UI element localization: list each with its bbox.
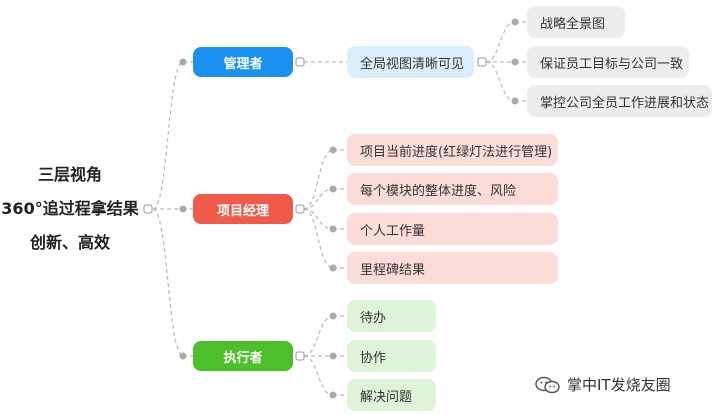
root-line-3: 创新、高效 (29, 233, 110, 252)
branch-executor[interactable]: 执行者 (193, 341, 293, 371)
node-global-view[interactable]: 全局视图清晰可见 (347, 46, 474, 78)
node-milestones-label: 里程碑结果 (360, 262, 426, 278)
node-collaboration-label: 协作 (360, 350, 387, 366)
node-problem-solving-label: 解决问题 (360, 389, 413, 405)
collapse-handle-executor (295, 351, 305, 361)
branch-project-manager[interactable]: 项目经理 (193, 194, 293, 224)
collapse-handle-root (143, 204, 153, 214)
node-current-progress-label: 项目当前进度(红绿灯法进行管理) (360, 144, 553, 160)
collapse-handle-global-view (477, 57, 487, 67)
leaf-strategy-map-label: 战略全景图 (540, 16, 606, 32)
leaf-goal-alignment[interactable]: 保证员工目标与公司一致 (527, 46, 689, 78)
root-node[interactable]: 三层视角 360°追过程拿结果 创新、高效 (0, 158, 140, 260)
node-problem-solving[interactable]: 解决问题 (347, 379, 436, 411)
node-module-progress[interactable]: 每个模块的整体进度、风险 (347, 173, 558, 205)
node-workload[interactable]: 个人工作量 (347, 213, 558, 245)
branch-manager-label: 管理者 (223, 56, 263, 72)
node-workload-label: 个人工作量 (360, 223, 426, 239)
node-module-progress-label: 每个模块的整体进度、风险 (360, 183, 517, 199)
node-milestones[interactable]: 里程碑结果 (347, 252, 558, 284)
leaf-goal-alignment-label: 保证员工目标与公司一致 (540, 56, 684, 72)
leaf-staff-progress[interactable]: 掌控公司全员工作进展和状态 (527, 85, 712, 117)
node-todo[interactable]: 待办 (347, 300, 436, 332)
root-line-1: 三层视角 (37, 165, 102, 184)
wechat-icon (535, 376, 560, 393)
leaf-strategy-map[interactable]: 战略全景图 (527, 6, 625, 38)
node-global-view-label: 全局视图清晰可见 (360, 56, 465, 72)
branch-executor-label: 执行者 (223, 350, 263, 366)
watermark: 掌中IT发烧友圈 (535, 374, 671, 395)
collapse-handle-pm (295, 204, 305, 214)
branch-project-manager-label: 项目经理 (216, 203, 269, 219)
watermark-text: 掌中IT发烧友圈 (567, 376, 671, 394)
collapse-handle-manager (295, 57, 305, 67)
branch-manager[interactable]: 管理者 (193, 47, 293, 77)
leaf-staff-progress-label: 掌控公司全员工作进展和状态 (540, 95, 710, 111)
node-todo-label: 待办 (360, 310, 387, 326)
node-current-progress[interactable]: 项目当前进度(红绿灯法进行管理) (347, 134, 558, 166)
node-collaboration[interactable]: 协作 (347, 340, 436, 372)
root-line-2: 360°追过程拿结果 (1, 199, 139, 218)
